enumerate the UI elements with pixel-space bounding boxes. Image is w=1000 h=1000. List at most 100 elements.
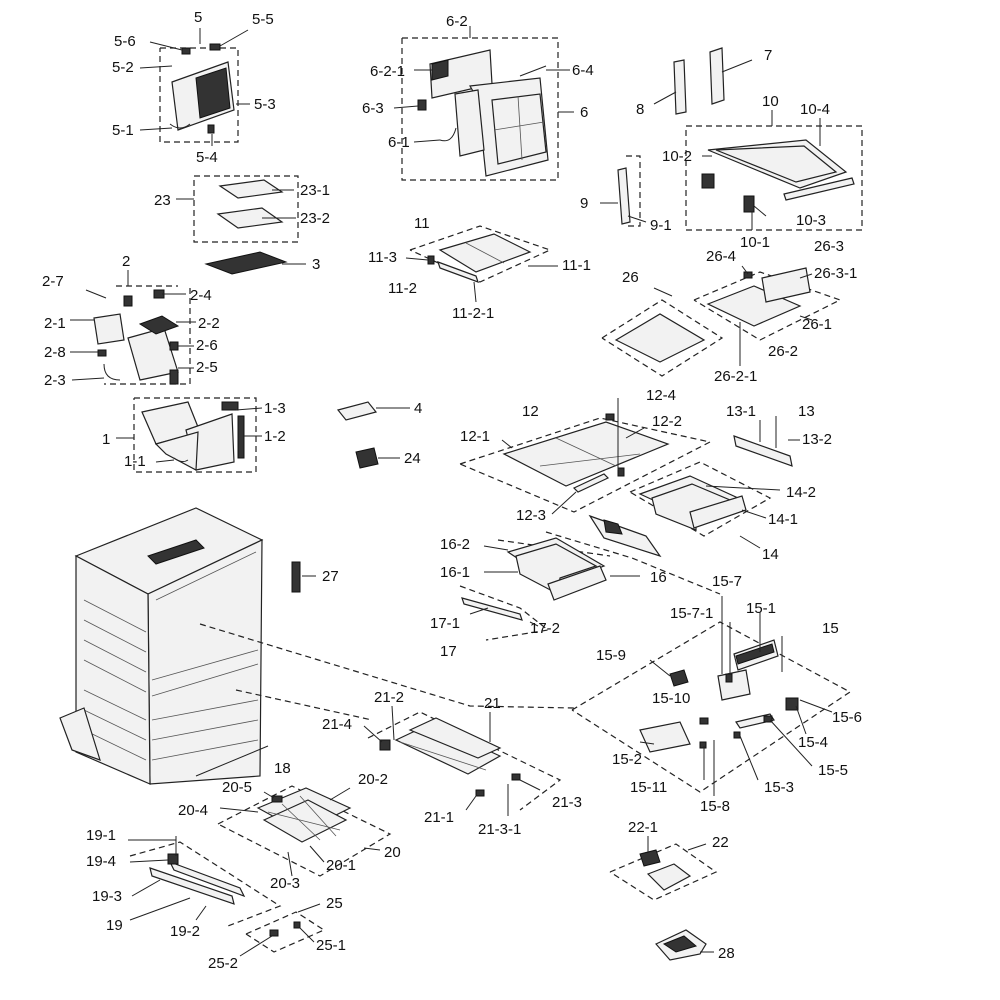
label-22: 22 (712, 834, 729, 851)
labels-group-15: 15-7 15-7-1 15-1 15 15-9 15-10 15-6 15-4… (596, 573, 862, 815)
label-5-1: 5-1 (112, 122, 134, 139)
labels-group-2: 2 2-7 2-4 2-1 2-2 2-8 2-6 2-5 2-3 (42, 253, 220, 389)
label-2-3: 2-3 (44, 372, 66, 389)
label-26-3-1: 26-3-1 (814, 265, 857, 282)
label-2-5: 2-5 (196, 359, 218, 376)
label-21-1: 21-1 (424, 809, 454, 826)
part-group-12 (459, 398, 712, 515)
label-25: 25 (326, 895, 343, 912)
part-group-25 (239, 903, 326, 957)
part-group-15 (571, 596, 852, 796)
label-23-1: 23-1 (300, 182, 330, 199)
label-6-3: 6-3 (362, 100, 384, 117)
label-11-2-1: 11-2-1 (452, 305, 494, 322)
label-3: 3 (312, 256, 320, 273)
labels-group-10: 10 10-4 10-2 10-3 10-1 (662, 93, 830, 251)
label-19-1: 19-1 (86, 827, 116, 844)
part-28 (655, 929, 714, 961)
label-21: 21 (484, 695, 501, 712)
label-15-1: 15-1 (746, 600, 776, 617)
label-15-7: 15-7 (712, 573, 742, 590)
label-13: 13 (798, 403, 815, 420)
part-group-13 (733, 416, 800, 467)
label-21-2: 21-2 (374, 689, 404, 706)
label-12-3: 12-3 (516, 507, 546, 524)
label-11-2: 11-2 (388, 280, 417, 297)
label-4: 4 (414, 400, 422, 417)
label-1-2: 1-2 (264, 428, 286, 445)
label-11-1: 11-1 (562, 257, 591, 274)
label-1-3: 1-3 (264, 400, 286, 417)
label-21-3-1: 21-3-1 (478, 821, 521, 838)
part-group-10 (685, 110, 863, 231)
label-1-1: 1-1 (124, 453, 146, 470)
part-27 (291, 561, 316, 593)
part-group-6 (393, 26, 574, 181)
label-6-1: 6-1 (388, 134, 410, 151)
part-group-11 (405, 225, 558, 303)
part-group-5 (139, 28, 250, 146)
label-11: 11 (414, 215, 430, 232)
label-16-2: 16-2 (440, 536, 470, 553)
label-17: 17 (440, 643, 457, 660)
label-20-2: 20-2 (358, 771, 388, 788)
label-25-2: 25-2 (208, 955, 238, 972)
part-4 (336, 401, 410, 421)
label-12-2: 12-2 (652, 413, 682, 430)
label-10-1: 10-1 (740, 234, 770, 251)
label-2: 2 (122, 253, 130, 270)
label-15-7-1: 15-7-1 (670, 605, 713, 622)
label-2-7: 2-7 (42, 273, 64, 290)
label-11-3: 11-3 (368, 249, 397, 266)
refrigerator-cabinet (59, 507, 269, 785)
label-26: 26 (622, 269, 639, 286)
part-group-7-8 (653, 47, 753, 115)
label-15-6: 15-6 (832, 709, 862, 726)
label-8: 8 (636, 101, 644, 118)
label-19: 19 (106, 917, 123, 934)
label-2-1: 2-1 (44, 315, 66, 332)
label-20-5: 20-5 (222, 779, 252, 796)
label-14: 14 (762, 546, 779, 563)
label-18: 18 (274, 760, 291, 777)
label-15-9: 15-9 (596, 647, 626, 664)
label-10-4: 10-4 (800, 101, 830, 118)
label-6: 6 (580, 104, 588, 121)
label-21-3: 21-3 (552, 794, 582, 811)
label-5: 5 (194, 9, 202, 26)
label-23-2: 23-2 (300, 210, 330, 227)
label-21-4: 21-4 (322, 716, 352, 733)
label-25-1: 25-1 (316, 937, 346, 954)
part-24 (355, 447, 400, 469)
label-2-6: 2-6 (196, 337, 218, 354)
labels-group-6: 6-2 6-2-1 6-4 6-3 6 6-1 (362, 13, 594, 151)
label-28: 28 (718, 945, 735, 962)
part-group-21 (363, 705, 562, 816)
label-15-2: 15-2 (612, 751, 642, 768)
label-20: 20 (384, 844, 401, 861)
label-2-2: 2-2 (198, 315, 220, 332)
label-5-4: 5-4 (196, 149, 218, 166)
label-10-2: 10-2 (662, 148, 692, 165)
part-group-16 (483, 514, 662, 601)
label-5-2: 5-2 (112, 59, 134, 76)
label-15-11: 15-11 (630, 779, 667, 796)
label-15-8: 15-8 (700, 798, 730, 815)
label-14-1: 14-1 (768, 511, 798, 528)
label-7: 7 (764, 47, 772, 64)
label-16-1: 16-1 (440, 564, 470, 581)
label-15-4: 15-4 (798, 734, 828, 751)
label-10: 10 (762, 93, 779, 110)
label-20-1: 20-1 (326, 857, 356, 874)
label-5-3: 5-3 (254, 96, 276, 113)
part-group-20 (217, 785, 392, 877)
labels-group-5: 5 5-5 5-6 5-2 5-3 5-1 5-4 (112, 9, 276, 166)
label-19-4: 19-4 (86, 853, 116, 870)
label-15-10: 15-10 (652, 690, 690, 707)
part-group-9 (600, 155, 647, 227)
label-16: 16 (650, 569, 667, 586)
label-5-6: 5-6 (114, 33, 136, 50)
label-20-3: 20-3 (270, 875, 300, 892)
label-6-4: 6-4 (572, 62, 594, 79)
